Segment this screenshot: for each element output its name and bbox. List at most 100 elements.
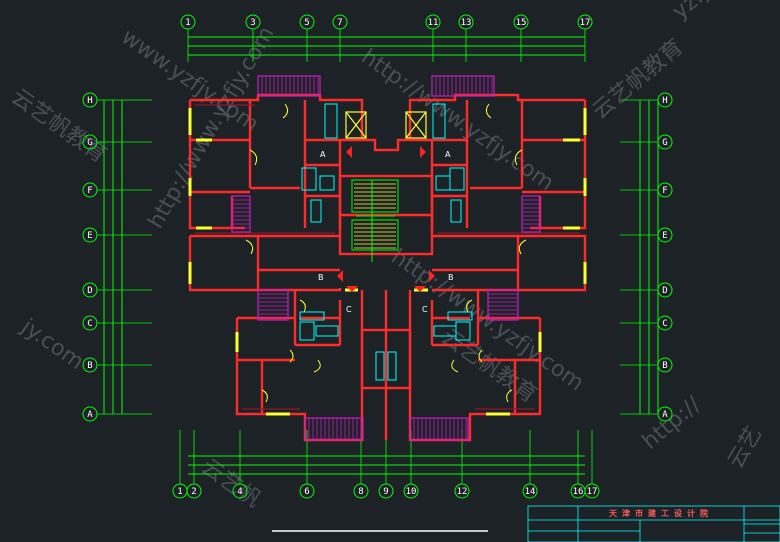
right-axis-bubble-1: G: [657, 134, 673, 150]
left-axis-bubble-6-label: B: [87, 361, 92, 371]
door-mark-b-left: B: [318, 273, 324, 282]
bottom-axis-bubble-5: 9: [378, 483, 394, 499]
balcony-hatching: [232, 76, 540, 440]
stair-frame: [351, 179, 399, 262]
bottom-axis-bubble-3-label: 6: [304, 487, 309, 497]
left-axis-bubble-0: H: [82, 92, 98, 108]
top-axis-bubble-7-label: 17: [580, 18, 591, 28]
bottom-axis-bubble-2: 4: [232, 483, 248, 499]
svg-text:云艺帆教育: 云艺帆教育: [588, 35, 688, 125]
svg-text:云艺帆: 云艺帆: [197, 454, 265, 512]
stair-treads: [354, 183, 396, 249]
top-axis-bubble-5-label: 13: [461, 18, 472, 28]
right-axis-bubble-1-label: G: [662, 138, 667, 148]
top-axis-bubble-5: 13: [458, 14, 474, 30]
door-swings: [245, 103, 527, 403]
svg-text:http://: http://: [638, 392, 706, 455]
bottom-axis-bubble-0: 1: [172, 483, 188, 499]
bottom-axis-bubble-10: 17: [584, 483, 600, 499]
svg-text:云艺帆教育: 云艺帆教育: [7, 84, 111, 168]
right-axis-bubbles: H G F E D C B A: [657, 92, 673, 422]
door-mark-a-right: A: [445, 150, 451, 159]
door-mark-b-right: B: [448, 273, 454, 282]
left-axis-bubble-4-label: D: [87, 286, 92, 296]
left-axis-bubble-7: A: [82, 406, 98, 422]
left-axis-bubble-1-label: G: [87, 138, 92, 148]
right-axis-bubble-7: A: [657, 406, 673, 422]
bottom-axis-bubble-8: 14: [522, 483, 538, 499]
right-axis-bubble-4-label: D: [662, 286, 667, 296]
bottom-axis-bubble-1-label: 2: [191, 487, 196, 497]
left-axis-bubble-2-label: F: [87, 186, 92, 196]
left-axis-bubble-3-label: E: [87, 231, 92, 241]
right-axis-bubble-2-label: F: [662, 186, 667, 196]
bottom-axis-bubble-9: 16: [570, 483, 586, 499]
top-axis-bubble-4: 11: [425, 14, 441, 30]
sanitary-fixtures: [299, 103, 473, 381]
door-mark-c-right: C: [422, 305, 428, 314]
bottom-axis-bubble-10-label: 17: [587, 487, 598, 497]
bottom-axis-bubble-7-label: 12: [457, 487, 468, 497]
top-axis-bubble-3: 7: [332, 14, 348, 30]
bottom-axis-bubble-7: 12: [454, 483, 470, 499]
top-axis-bubble-6: 15: [513, 14, 529, 30]
dimension-lines: [103, 36, 659, 475]
left-axis-bubble-5: C: [82, 315, 98, 331]
elevator-shafts: [345, 111, 427, 139]
right-axis-bubble-3: E: [657, 227, 673, 243]
bottom-axis-bubble-2-label: 4: [237, 487, 242, 497]
top-axis-bubble-0-label: 1: [185, 18, 190, 28]
bottom-axis-bubble-4: 8: [353, 483, 369, 499]
top-axis-bubble-0: 1: [180, 14, 196, 30]
top-axis-bubble-2: 5: [299, 14, 315, 30]
top-axis-bubble-3-label: 7: [337, 18, 342, 28]
top-axis-bubble-1-label: 3: [250, 18, 255, 28]
right-axis-bubble-4: D: [657, 282, 673, 298]
right-axis-bubble-5-label: C: [662, 319, 667, 329]
left-axis-bubble-6: B: [82, 357, 98, 373]
left-axis-bubble-3: E: [82, 227, 98, 243]
left-axis-bubble-4: D: [82, 282, 98, 298]
bottom-axis-bubble-1: 2: [186, 483, 202, 499]
door-mark-labels: A A B B C C: [318, 150, 454, 314]
right-axis-bubble-7-label: A: [662, 410, 668, 420]
top-axis-bubble-2-label: 5: [304, 18, 309, 28]
top-axis-bubble-1: 3: [245, 14, 261, 30]
left-axis-bubbles: H G F E D C B A: [82, 92, 98, 422]
left-axis-bubble-5-label: C: [87, 319, 92, 329]
left-axis-bubble-2: F: [82, 182, 98, 198]
left-axis-bubble-0-label: H: [87, 96, 92, 106]
right-axis-bubble-0: H: [657, 92, 673, 108]
title-block-title: 天津市建工设计院: [609, 509, 713, 518]
title-block-frame: [527, 505, 780, 542]
svg-text:云艺: 云艺: [724, 422, 768, 473]
bottom-axis-bubble-3: 6: [299, 483, 315, 499]
right-axis-bubble-0-label: H: [662, 96, 667, 106]
svg-text:jy.com: jy.com: [16, 314, 88, 375]
right-axis-bubble-2: F: [657, 182, 673, 198]
inner-walls: [195, 104, 580, 410]
door-mark-a-left: A: [320, 150, 326, 159]
right-axis-bubble-5: C: [657, 315, 673, 331]
bottom-axis-bubble-9-label: 16: [573, 487, 584, 497]
left-axis-bubble-1: G: [82, 134, 98, 150]
right-axis-bubble-6: B: [657, 357, 673, 373]
top-axis-bubble-7: 17: [577, 14, 593, 30]
top-axis-bubble-4-label: 11: [428, 18, 439, 28]
right-axis-bubble-3-label: E: [662, 231, 667, 241]
svg-text:http://www.yzfjy.com: http://www.yzfjy.com: [357, 44, 559, 196]
svg-text:yzfjy: yzfjy: [668, 0, 723, 25]
right-axis-bubble-6-label: B: [662, 361, 667, 371]
bottom-axis-bubble-0-label: 1: [177, 487, 182, 497]
grid-lines: [97, 29, 658, 484]
bottom-axis-bubble-5-label: 9: [383, 487, 388, 497]
bottom-axis-bubble-8-label: 14: [525, 487, 536, 497]
bottom-axis-bubble-6: 10: [403, 483, 419, 499]
left-axis-bubble-7-label: A: [87, 410, 93, 420]
balconies: [231, 75, 541, 441]
bottom-axis-bubble-6-label: 10: [406, 487, 417, 497]
top-axis-bubble-6-label: 15: [516, 18, 527, 28]
